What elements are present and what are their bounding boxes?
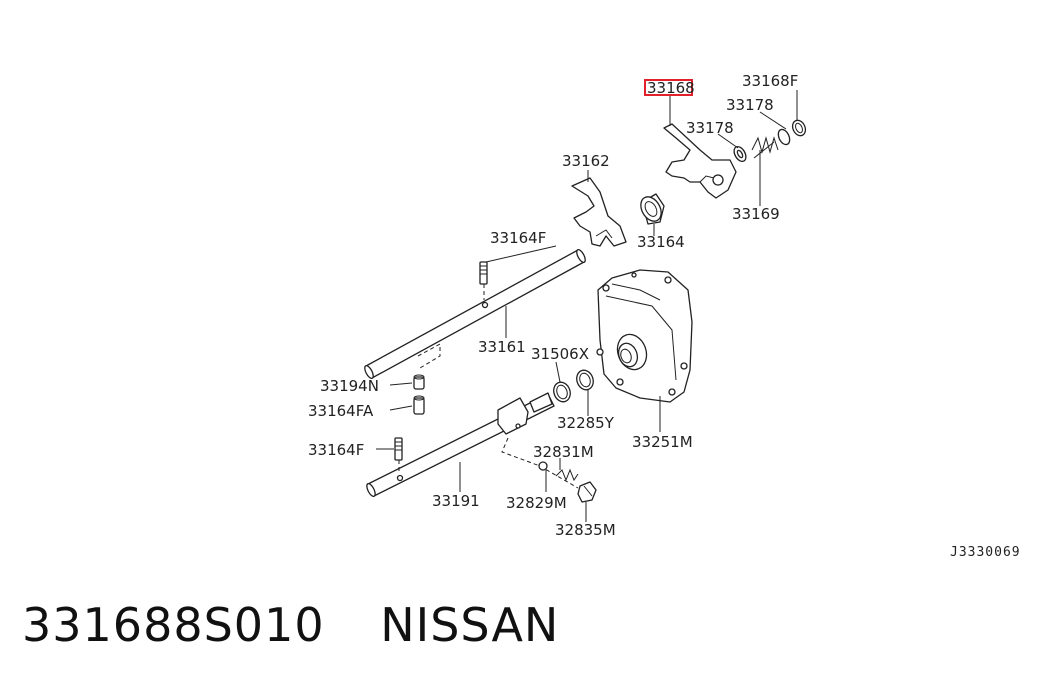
ring-33178-small[interactable]: [732, 145, 749, 164]
housing-33251M[interactable]: [596, 269, 693, 403]
washer-33178[interactable]: [776, 128, 792, 147]
leader-lines: [376, 90, 798, 522]
seal-31506X[interactable]: [551, 380, 573, 404]
assembly-guide-line-2: [501, 437, 541, 467]
callout-33162[interactable]: 33162: [562, 152, 610, 170]
callout-32831M[interactable]: 32831M: [533, 443, 594, 461]
callout-33178-lower[interactable]: 33178: [686, 119, 734, 137]
part-caption: 331688S010 NISSAN: [22, 598, 559, 652]
part-number: 331688S010: [22, 598, 325, 652]
shift-shaft-33191[interactable]: [365, 392, 555, 498]
callout-33168[interactable]: 33168: [647, 79, 695, 97]
callout-33164F-bottom[interactable]: 33164F: [308, 441, 364, 459]
roll-pin-33164F-bottom[interactable]: [394, 437, 403, 474]
shift-fork-33162[interactable]: [571, 177, 627, 247]
roll-pin-33164F-top[interactable]: [479, 261, 488, 300]
callout-33161[interactable]: 33161: [478, 338, 526, 356]
brand-name: NISSAN: [380, 598, 560, 652]
exploded-parts-diagram: 33168 33168F 33178 33178 33162 33169 331…: [308, 72, 1021, 560]
callout-33164[interactable]: 33164: [637, 233, 685, 251]
callout-32829M[interactable]: 32829M: [506, 494, 567, 512]
callout-33194N[interactable]: 33194N: [320, 377, 379, 395]
callout-33169[interactable]: 33169: [732, 205, 780, 223]
assembly-guide-line-3: [539, 465, 579, 489]
bushing-33164[interactable]: [637, 193, 666, 225]
callout-33251M[interactable]: 33251M: [632, 433, 693, 451]
plug-32835M[interactable]: [577, 481, 597, 503]
callout-32835M[interactable]: 32835M: [555, 521, 616, 539]
pin-33194N[interactable]: [413, 374, 425, 390]
callout-33164F-top[interactable]: 33164F: [490, 229, 546, 247]
ball-32829M[interactable]: [538, 461, 548, 471]
callout-31506X[interactable]: 31506X: [531, 345, 589, 363]
callout-33191[interactable]: 33191: [432, 492, 480, 510]
diagram-reference-code: J3330069: [950, 545, 1021, 560]
snap-ring-33168F[interactable]: [790, 118, 808, 138]
highlight-box: [644, 79, 693, 96]
assembly-guide-line: [417, 343, 441, 369]
spring-32831M[interactable]: [555, 468, 579, 482]
callout-33168F[interactable]: 33168F: [742, 72, 798, 90]
pin-33164FA[interactable]: [413, 395, 425, 415]
callout-33178-upper[interactable]: 33178: [726, 96, 774, 114]
callout-32285Y[interactable]: 32285Y: [557, 414, 615, 432]
o-ring-32285Y[interactable]: [574, 368, 596, 392]
shift-fork-33168[interactable]: [663, 123, 737, 199]
callout-33164FA[interactable]: 33164FA: [308, 402, 374, 420]
spring-33169[interactable]: [751, 136, 779, 159]
shift-rod-33161[interactable]: [363, 248, 587, 379]
